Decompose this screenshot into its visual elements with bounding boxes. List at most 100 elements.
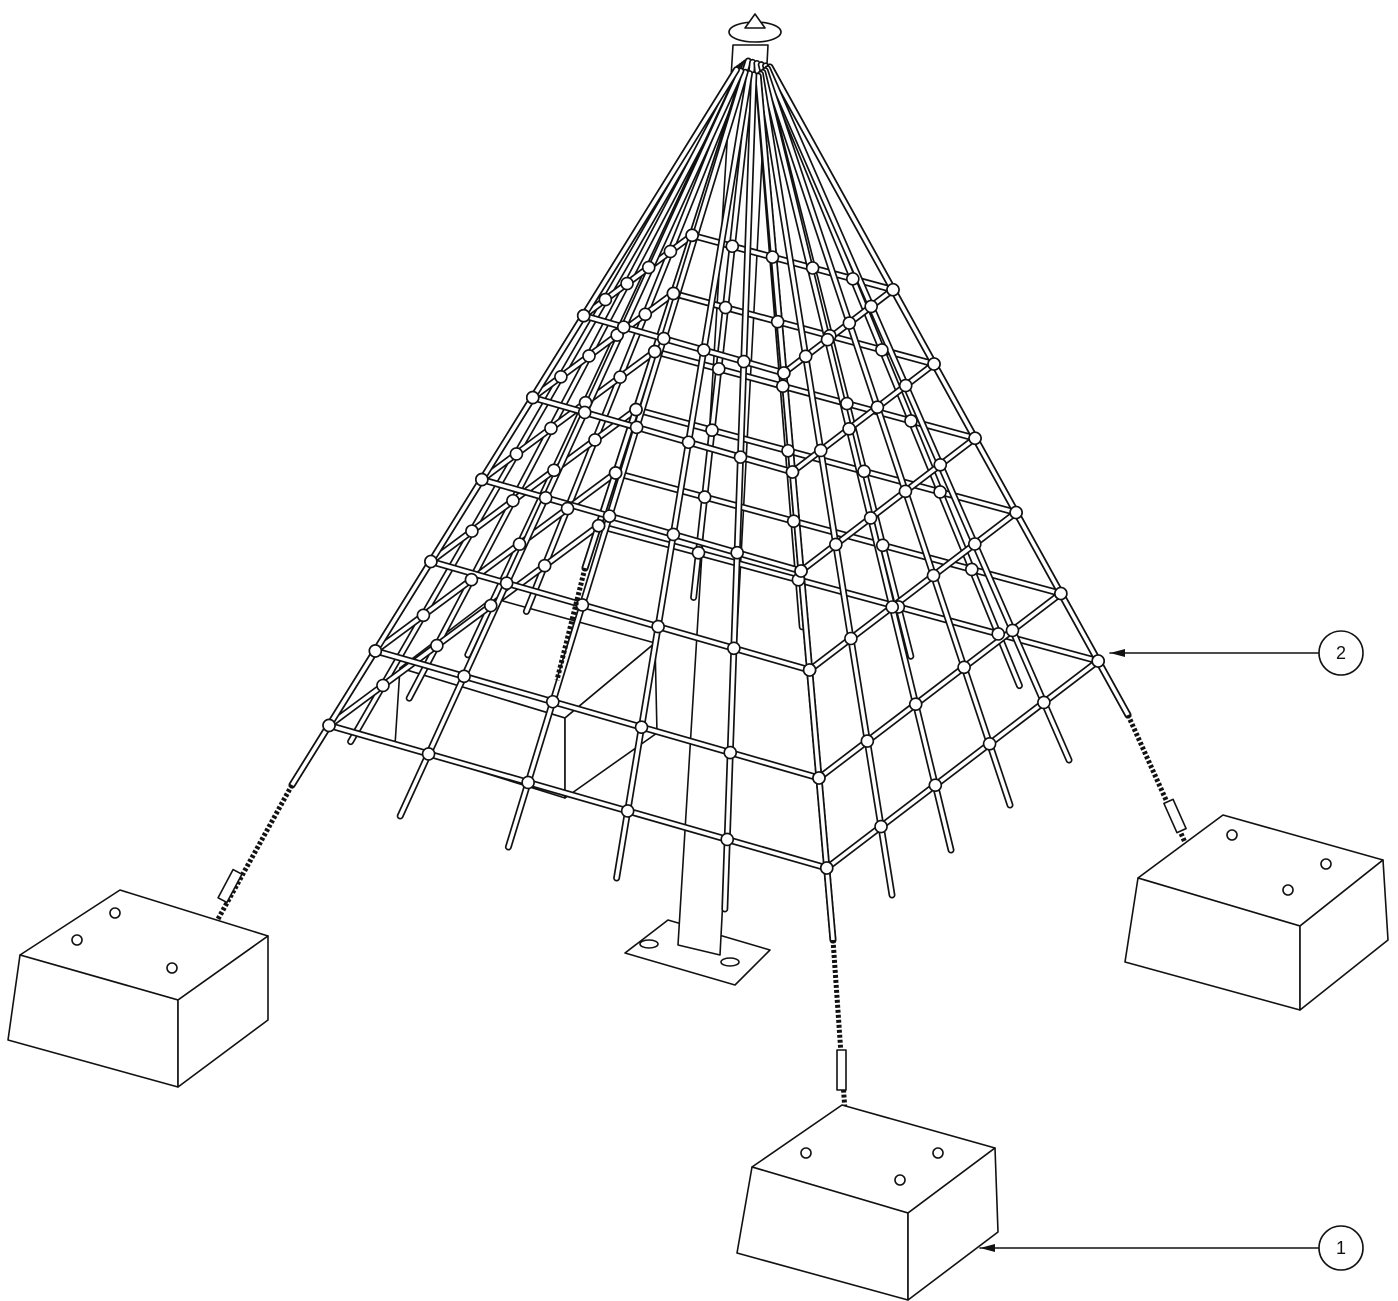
net-knot	[521, 775, 535, 790]
net-knot	[967, 537, 982, 551]
net-knot	[770, 314, 785, 329]
net-knot	[509, 447, 524, 461]
net-knot	[781, 443, 795, 458]
net-meridian-rope-inner	[763, 68, 1012, 807]
net-meridian-rope-inner	[691, 60, 755, 600]
net-knot	[616, 320, 631, 334]
net-knot	[705, 423, 719, 437]
anchor-block-back	[394, 597, 658, 799]
base-plate	[624, 919, 771, 986]
net-knot	[475, 472, 489, 487]
net-knot	[663, 244, 678, 259]
net-knot	[725, 239, 740, 254]
net-knot	[506, 493, 520, 508]
net-knot	[696, 343, 711, 357]
net-knot	[874, 819, 888, 834]
net-knot	[813, 443, 828, 458]
net-knot	[805, 261, 820, 275]
net-ring-rope-inner	[429, 407, 638, 564]
net-knot	[842, 421, 856, 436]
net-knot	[525, 390, 540, 405]
spider-net	[288, 57, 1132, 944]
net-knot	[647, 344, 662, 359]
net-meridian-rope-inner	[761, 70, 953, 852]
net-knot	[512, 537, 527, 551]
net-knot	[582, 349, 596, 363]
net-meridian-rope-inner	[768, 65, 1130, 717]
net-knot	[819, 861, 834, 875]
net-knot	[457, 669, 471, 684]
net-ring-rope-inner	[807, 510, 1018, 672]
net-knot	[777, 366, 791, 380]
net-knot	[711, 362, 726, 376]
net-knot	[691, 546, 706, 560]
net-ring-rope-inner	[581, 313, 786, 375]
net-knot	[765, 250, 780, 264]
net-knot	[886, 282, 900, 297]
net-knot	[608, 466, 623, 480]
net-knot	[666, 286, 681, 301]
net-knot	[718, 300, 733, 315]
net-knot	[860, 734, 875, 748]
net-knot	[927, 357, 941, 371]
net-knot	[1037, 695, 1051, 710]
net-knot	[1091, 654, 1105, 668]
net-meridian-rope-inner	[722, 72, 756, 911]
net-knot	[727, 641, 741, 656]
net-knot	[875, 343, 889, 357]
net-meridian-rope-inner	[506, 70, 747, 849]
net-knot	[968, 431, 982, 446]
net-knot	[638, 307, 653, 322]
net-knot	[465, 524, 479, 538]
net-knot	[982, 736, 997, 751]
net-knot	[634, 720, 649, 734]
net-knot	[620, 804, 635, 818]
net-meridian-rope-inner	[614, 71, 752, 880]
net-knot	[545, 694, 560, 709]
net-knot	[730, 545, 744, 560]
net-ring-rope-inner	[373, 649, 821, 780]
net-knot	[560, 501, 575, 516]
net-ring-rope-inner	[373, 471, 618, 653]
net-knot	[651, 619, 665, 634]
net-knot	[666, 527, 681, 542]
net-knot	[908, 697, 923, 712]
net-knot	[376, 678, 390, 693]
net-ring-rope-inner	[480, 477, 803, 573]
net-knot	[786, 514, 801, 528]
net-knot	[776, 379, 790, 394]
net-knot	[620, 276, 634, 291]
net-knot	[544, 421, 558, 436]
net-knot	[870, 400, 885, 415]
net-knot	[733, 450, 748, 464]
net-knot	[1009, 505, 1023, 520]
net-knot	[875, 538, 890, 553]
anchor-block-left	[7, 889, 269, 1088]
net-knot	[798, 349, 813, 364]
net-knot	[965, 562, 979, 577]
net-knot	[602, 509, 617, 523]
net-knot	[685, 228, 699, 243]
net-knot	[577, 405, 592, 420]
net-knot	[499, 576, 514, 591]
net-knot	[785, 465, 800, 479]
net-ring-rope-inner	[824, 659, 1100, 870]
net-knot	[588, 433, 602, 447]
net-ring-rope-inner	[327, 723, 829, 870]
net-knot	[697, 490, 712, 504]
net-knot	[864, 299, 878, 314]
net-knot	[840, 396, 854, 411]
net-knot	[898, 484, 913, 499]
callout-1-label: 1	[1336, 1238, 1346, 1258]
net-knot	[416, 608, 431, 623]
net-knot	[863, 511, 878, 525]
net-meridian-rope-inner	[290, 68, 739, 787]
net-meridian-rope-inner	[348, 66, 741, 744]
anchor-block-right	[1124, 814, 1389, 1011]
net-knot	[629, 402, 643, 417]
net-knot	[464, 572, 479, 587]
net-knot	[991, 627, 1006, 641]
net-knot	[1054, 586, 1068, 601]
callout-2-label: 2	[1336, 643, 1346, 663]
